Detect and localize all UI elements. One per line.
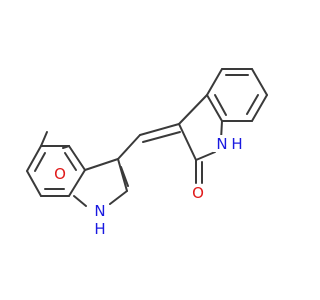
oxindole-nitrogen-label: N (216, 135, 227, 153)
bond-double-inner (142, 131, 181, 143)
bond (109, 190, 128, 205)
bond (117, 134, 141, 160)
oxindole-benzene-ring (206, 68, 268, 122)
bond (178, 123, 197, 161)
bond (117, 158, 128, 192)
bond (68, 169, 86, 197)
methoxy-oxygen-label: O (54, 165, 66, 183)
bond (26, 170, 42, 197)
bond (251, 68, 268, 96)
bond-double-inner (120, 166, 129, 187)
bond (251, 94, 268, 122)
indole-hydrogen-label: H (94, 220, 105, 238)
oxindole-lactam-ring (178, 94, 223, 184)
label-background (190, 184, 206, 202)
atom-labels: O O N H N H (52, 135, 243, 238)
label-background (91, 203, 109, 220)
bond (26, 145, 42, 172)
bond (84, 158, 119, 171)
indole-pyrrole-ring (73, 158, 129, 207)
bond (40, 131, 48, 147)
carbonyl-oxygen-label: O (192, 184, 204, 202)
bond (206, 68, 223, 96)
label-background (52, 164, 68, 182)
molecule-diagram: O O N H N H (26, 68, 268, 238)
bond (139, 123, 180, 136)
bond-double-inner (34, 152, 46, 172)
bond (73, 195, 87, 207)
oxindole-hydrogen-label: H (231, 135, 242, 153)
bond-double-inner (64, 152, 77, 171)
label-background (213, 135, 231, 152)
bond (178, 94, 208, 125)
bond-double-inner (246, 94, 259, 115)
indole-nitrogen-label: N (94, 202, 105, 220)
bond (195, 151, 216, 161)
bond (68, 145, 86, 171)
molecule-structure: O O N H N H (26, 68, 268, 238)
bond-double-inner (214, 94, 227, 116)
bond (206, 94, 223, 122)
methoxy-group (40, 131, 70, 149)
bond (62, 145, 70, 149)
methylidene-linker (117, 123, 181, 160)
